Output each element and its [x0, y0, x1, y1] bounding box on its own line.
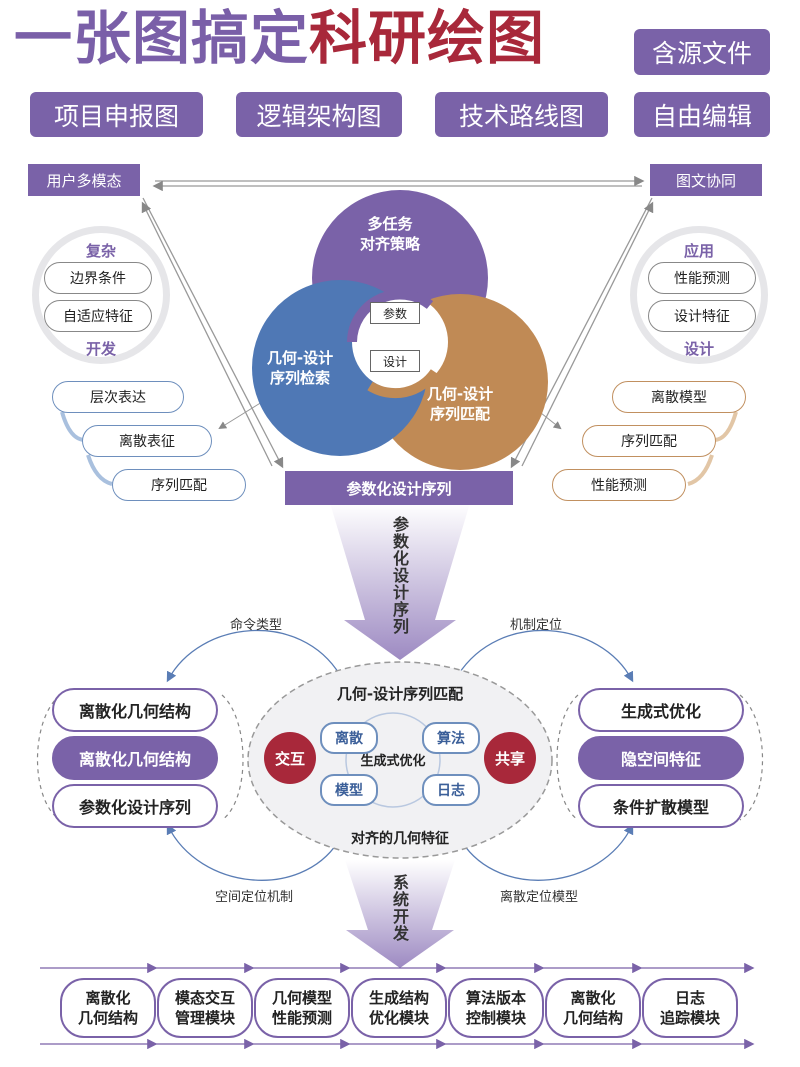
tab-project[interactable]: 项目申报图	[30, 92, 203, 137]
right-step: 序列匹配	[582, 425, 716, 457]
tag-param: 参数	[370, 302, 420, 324]
left-step: 层次表达	[52, 381, 184, 413]
left-ring-item: 边界条件	[44, 262, 152, 294]
petal-diagram	[252, 190, 548, 470]
label-image-text: 图文协同	[650, 164, 762, 196]
left-ring-item: 自适应特征	[44, 300, 152, 332]
right-ring-bottom: 设计	[683, 340, 714, 358]
funnel1-text: 参数化设计序列	[390, 516, 409, 635]
source-badge: 含源文件	[634, 29, 770, 75]
label-user-multimodal: 用户多模态	[28, 164, 140, 196]
title-part1: 一张图搞定	[14, 4, 310, 72]
ellipse-top-label: 几何-设计序列匹配	[336, 685, 464, 703]
tab-roadmap[interactable]: 技术路线图	[435, 92, 608, 137]
title-part2: 科研绘图	[309, 4, 546, 72]
left-box: 离散化几何结构	[52, 688, 218, 732]
module-card: 离散化 几何结构	[60, 978, 156, 1038]
param-design-bar: 参数化设计序列	[285, 471, 513, 505]
left-ring-bottom: 开发	[85, 340, 116, 358]
module-card: 几何模型 性能预测	[254, 978, 350, 1038]
right-ring	[630, 226, 768, 364]
petal-right-label: 几何-设计 序列匹配	[426, 385, 494, 423]
share-circle: 共享	[484, 732, 536, 784]
right-ring-top: 应用	[683, 242, 714, 260]
module-card: 模态交互 管理模块	[157, 978, 253, 1038]
arc-label: 命令类型	[230, 618, 283, 633]
chip-algorithm: 算法	[422, 722, 480, 754]
tab-free-edit[interactable]: 自由编辑	[634, 92, 770, 137]
chip-discrete: 离散	[320, 722, 378, 754]
right-box: 条件扩散模型	[578, 784, 744, 828]
right-box: 隐空间特征	[578, 736, 744, 780]
ellipse-bottom-label: 对齐的几何特征	[351, 831, 449, 847]
module-card: 生成结构 优化模块	[351, 978, 447, 1038]
arc-label: 空间定位机制	[215, 890, 294, 905]
petal-top-label: 多任务 对齐策略	[359, 215, 420, 253]
module-card: 日志 追踪模块	[642, 978, 738, 1038]
tab-logic[interactable]: 逻辑架构图	[236, 92, 402, 137]
left-box: 参数化设计序列	[52, 784, 218, 828]
module-card: 算法版本 控制模块	[448, 978, 544, 1038]
right-box: 生成式优化	[578, 688, 744, 732]
arc-label: 离散定位模型	[500, 890, 579, 905]
page-title: 一张图搞定科研绘图	[14, 2, 545, 74]
left-ring	[32, 226, 170, 364]
tag-design: 设计	[370, 350, 420, 372]
right-ring-item: 性能预测	[648, 262, 756, 294]
right-step: 性能预测	[552, 469, 686, 501]
funnel2-text: 系统开发	[390, 874, 409, 942]
module-card: 离散化 几何结构	[545, 978, 641, 1038]
right-step: 离散模型	[612, 381, 746, 413]
petal-left-label: 几何-设计 序列检索	[266, 349, 334, 387]
arc-label: 机制定位	[510, 618, 563, 633]
chip-model: 模型	[320, 774, 378, 806]
ellipse-center-label: 生成式优化	[360, 754, 426, 769]
left-ring-top: 复杂	[85, 242, 116, 260]
chip-log: 日志	[422, 774, 480, 806]
right-ring-item: 设计特征	[648, 300, 756, 332]
interact-circle: 交互	[264, 732, 316, 784]
left-box: 离散化几何结构	[52, 736, 218, 780]
left-step: 序列匹配	[112, 469, 246, 501]
left-step: 离散表征	[82, 425, 212, 457]
